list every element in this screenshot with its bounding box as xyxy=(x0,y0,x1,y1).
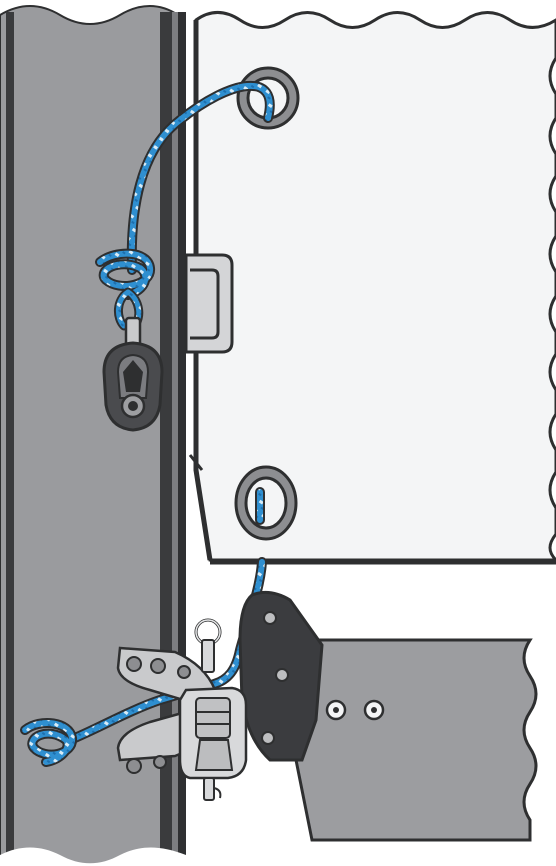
sail-grommet-bottom xyxy=(236,467,296,539)
boom-end-fitting xyxy=(240,592,322,760)
boom-body xyxy=(296,640,536,840)
mast-left-edge xyxy=(6,12,14,866)
luff-slide xyxy=(186,255,232,352)
boom xyxy=(296,640,536,840)
